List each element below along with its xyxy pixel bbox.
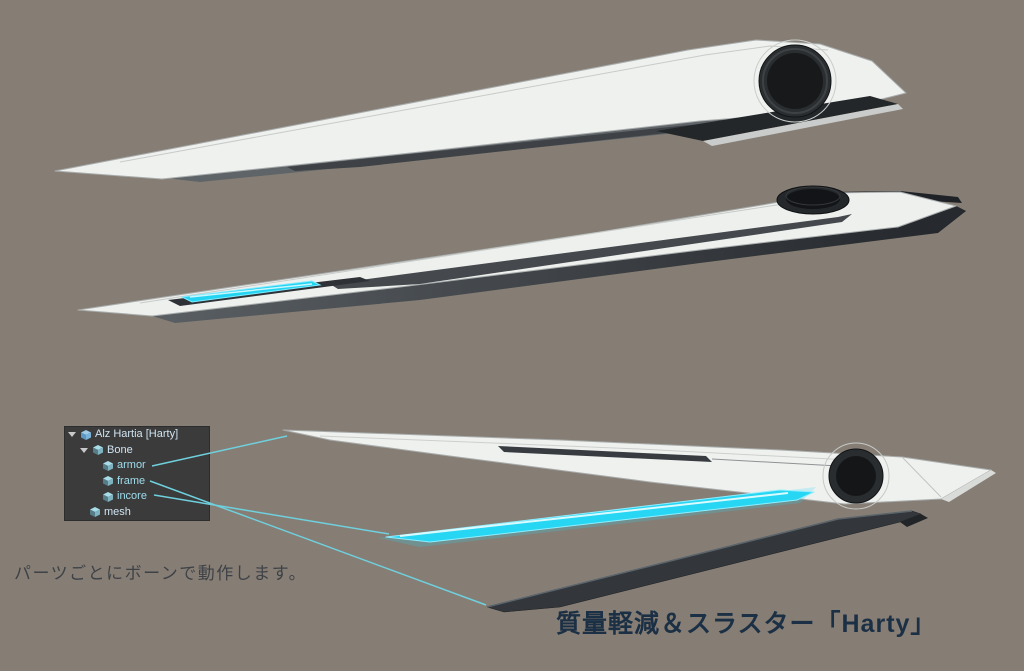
cube-icon xyxy=(90,507,100,518)
core-slot-glow xyxy=(168,277,370,306)
thruster-hole-top xyxy=(753,39,837,123)
hierarchy-item-label: Bone xyxy=(107,443,133,456)
hierarchy-item-incore[interactable]: incore xyxy=(65,489,209,505)
hierarchy-item-alz-hartia[interactable]: Alz Hartia [Harty] xyxy=(65,427,209,443)
thruster-hole-middle xyxy=(776,185,850,215)
exploded-frame-render xyxy=(486,510,928,613)
hierarchy-item-bone[interactable]: Bone xyxy=(65,443,209,459)
exploded-incore-render xyxy=(378,487,816,547)
product-title-text: 質量軽減＆スラスター「Harty」 xyxy=(556,610,937,638)
bones-note-text: パーツごとにボーンで動作します。 xyxy=(14,564,308,583)
hierarchy-panel: Alz Hartia [Harty] Bone armor frame xyxy=(64,426,210,521)
blade-render-top-view xyxy=(54,39,907,182)
thruster-hole-armor xyxy=(822,442,890,510)
hierarchy-item-label: armor xyxy=(117,459,146,472)
hierarchy-item-label: frame xyxy=(117,474,146,487)
cube-icon xyxy=(103,460,113,471)
hierarchy-item-label: Alz Hartia [Harty] xyxy=(95,428,179,441)
cube-icon xyxy=(103,491,113,502)
foldout-open-icon[interactable] xyxy=(80,447,88,453)
exploded-armor-render xyxy=(282,429,996,510)
hierarchy-item-armor[interactable]: armor xyxy=(65,458,209,474)
prefab-cube-icon xyxy=(81,429,91,440)
cube-icon xyxy=(93,445,103,456)
hierarchy-item-label: incore xyxy=(117,490,147,503)
cube-icon xyxy=(103,476,113,487)
foldout-open-icon[interactable] xyxy=(68,432,76,438)
hierarchy-item-frame[interactable]: frame xyxy=(65,474,209,490)
blade-render-middle-view xyxy=(77,185,966,323)
hierarchy-item-label: mesh xyxy=(104,505,131,518)
hierarchy-item-mesh[interactable]: mesh xyxy=(65,505,209,521)
